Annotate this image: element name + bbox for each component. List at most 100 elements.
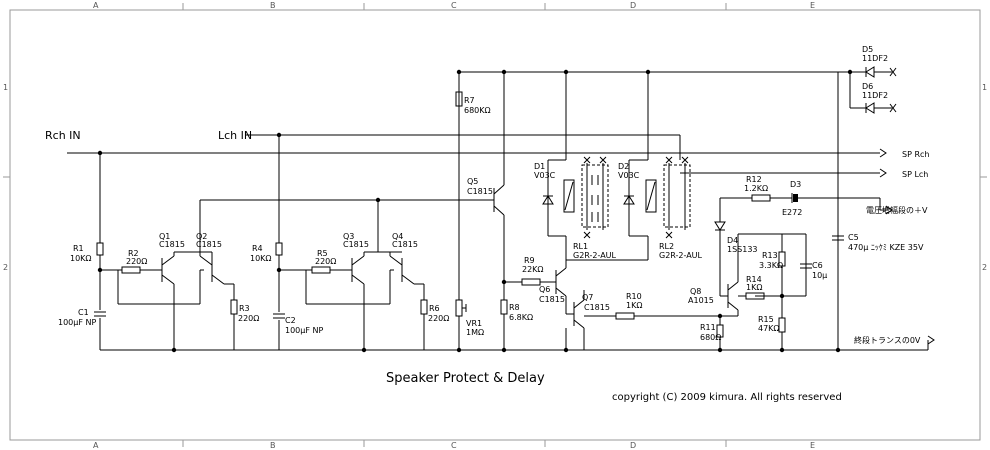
q7-value: C1815 — [584, 303, 610, 312]
c2-label: C2 — [285, 316, 296, 325]
trans-arrow-icon — [927, 335, 935, 345]
r12-value: 1.2KΩ — [744, 184, 768, 193]
r8-resistor — [500, 299, 508, 315]
diagram-title: Speaker Protect & Delay — [386, 371, 545, 386]
delay-stage — [455, 69, 556, 353]
d5-value: 11DF2 — [862, 54, 888, 63]
drawing-frame — [3, 3, 987, 447]
r3-resistor — [230, 299, 238, 315]
r9-resistor — [521, 278, 541, 286]
grid-col-e-top: E — [810, 1, 815, 10]
q6-label: Q6 — [539, 285, 550, 294]
r1-value: 10KΩ — [70, 254, 92, 263]
copyright-text: copyright (C) 2009 kimura. All rights re… — [612, 392, 842, 403]
output-labels: SP Rch SP Lch 電圧増幅段の＋V 終段トランスの0V — [854, 150, 929, 345]
q1-label: Q1 — [159, 232, 170, 241]
r12-resistor — [751, 194, 771, 202]
d5-terminal-icon — [889, 67, 897, 77]
r1-resistor — [96, 242, 104, 256]
r6-value: 220Ω — [428, 314, 449, 323]
rl2-contacts — [663, 164, 691, 228]
d1-label: D1 — [534, 162, 545, 171]
grid-col-b-top: B — [270, 1, 276, 10]
trans-0v-label: 終段トランスの0V — [854, 335, 921, 345]
r13-label: R13 — [762, 251, 778, 260]
q5-value: C1815 — [467, 187, 493, 196]
d3-label: D3 — [790, 180, 801, 189]
q6-value: C1815 — [539, 295, 565, 304]
r11-value: 680Ω — [700, 333, 721, 342]
r7-label: R7 — [464, 96, 475, 105]
r5-value: 220Ω — [315, 257, 336, 266]
c5-label: C5 — [848, 233, 859, 242]
d5-diode-icon — [865, 66, 875, 78]
d6-diode-icon — [865, 102, 875, 114]
r3-value: 220Ω — [238, 314, 259, 323]
r15-value: 47KΩ — [758, 324, 780, 333]
grid-col-e-bottom: E — [810, 441, 815, 450]
rl1-value: G2R-2-AUL — [573, 251, 617, 260]
r8-label: R8 — [509, 303, 520, 312]
r2-label: R2 — [128, 249, 139, 258]
grid-col-b-bottom: B — [270, 441, 276, 450]
r9-value: 22KΩ — [522, 265, 544, 274]
grid-col-a-bottom: A — [93, 441, 99, 450]
r14-value: 1KΩ — [746, 283, 762, 292]
q3-label: Q3 — [343, 232, 354, 241]
d1-diode-icon — [542, 195, 554, 205]
relay-1 — [542, 156, 609, 239]
r14-resistor — [745, 292, 765, 300]
grid-col-c-top: C — [451, 1, 457, 10]
d3-value: E272 — [782, 208, 802, 217]
q4-label: Q4 — [392, 232, 403, 241]
d5-label: D5 — [862, 45, 873, 54]
sp-rch-arrow-icon — [879, 148, 887, 158]
r4-value: 10KΩ — [250, 254, 272, 263]
rl1-coil — [563, 179, 575, 213]
power-amp-label: 電圧増幅段の＋V — [866, 205, 928, 215]
c6-label: C6 — [812, 261, 823, 270]
r5-label: R5 — [317, 249, 328, 258]
r10-resistor — [615, 312, 635, 320]
r4-resistor — [275, 242, 283, 256]
r4-label: R4 — [252, 244, 263, 253]
q5-label: Q5 — [467, 177, 478, 186]
lch-in-label: Lch IN — [218, 129, 252, 142]
d2-label: D2 — [618, 162, 629, 171]
vr1-label: VR1 — [466, 319, 482, 328]
r11-label: R11 — [700, 323, 716, 332]
grid-labels: A B C D E A B C D E 1 2 1 2 — [3, 1, 987, 450]
d6-value: 11DF2 — [862, 91, 888, 100]
q3-value: C1815 — [343, 240, 369, 249]
r7-value: 680KΩ — [464, 106, 491, 115]
r9-label: R9 — [524, 256, 535, 265]
power-detect — [714, 193, 929, 353]
vr1-potentiometer — [455, 299, 463, 317]
rl1-label: RL1 — [573, 242, 588, 251]
q2-label: Q2 — [196, 232, 207, 241]
q8-label: Q8 — [690, 287, 701, 296]
r2-value: 220Ω — [126, 257, 147, 266]
rl1-contacts — [581, 164, 609, 228]
rectifier-diodes — [847, 66, 897, 114]
grid-row-1-right: 1 — [982, 83, 987, 92]
grid-col-a-top: A — [93, 1, 99, 10]
grid-row-2-right: 2 — [982, 263, 987, 272]
power-arrow-icon — [885, 205, 893, 215]
c1-label: C1 — [78, 308, 89, 317]
d2-value: V03C — [618, 171, 640, 180]
d6-label: D6 — [862, 82, 873, 91]
rch-detector — [94, 150, 378, 353]
q1-value: C1815 — [159, 240, 185, 249]
relay-2 — [565, 69, 691, 261]
sp-rch-label: SP Rch — [902, 150, 929, 159]
lch-detector — [273, 132, 480, 353]
r3-label: R3 — [239, 304, 250, 313]
rl2-label: RL2 — [659, 242, 674, 251]
q7-label: Q7 — [582, 293, 593, 302]
component-labels: R1 10KΩ R2 220Ω Q1 C1815 Q2 C1815 R3 220… — [58, 45, 924, 342]
r14-label: R14 — [746, 275, 762, 284]
grid-col-d-top: D — [630, 1, 636, 10]
grid-col-d-bottom: D — [630, 441, 636, 450]
